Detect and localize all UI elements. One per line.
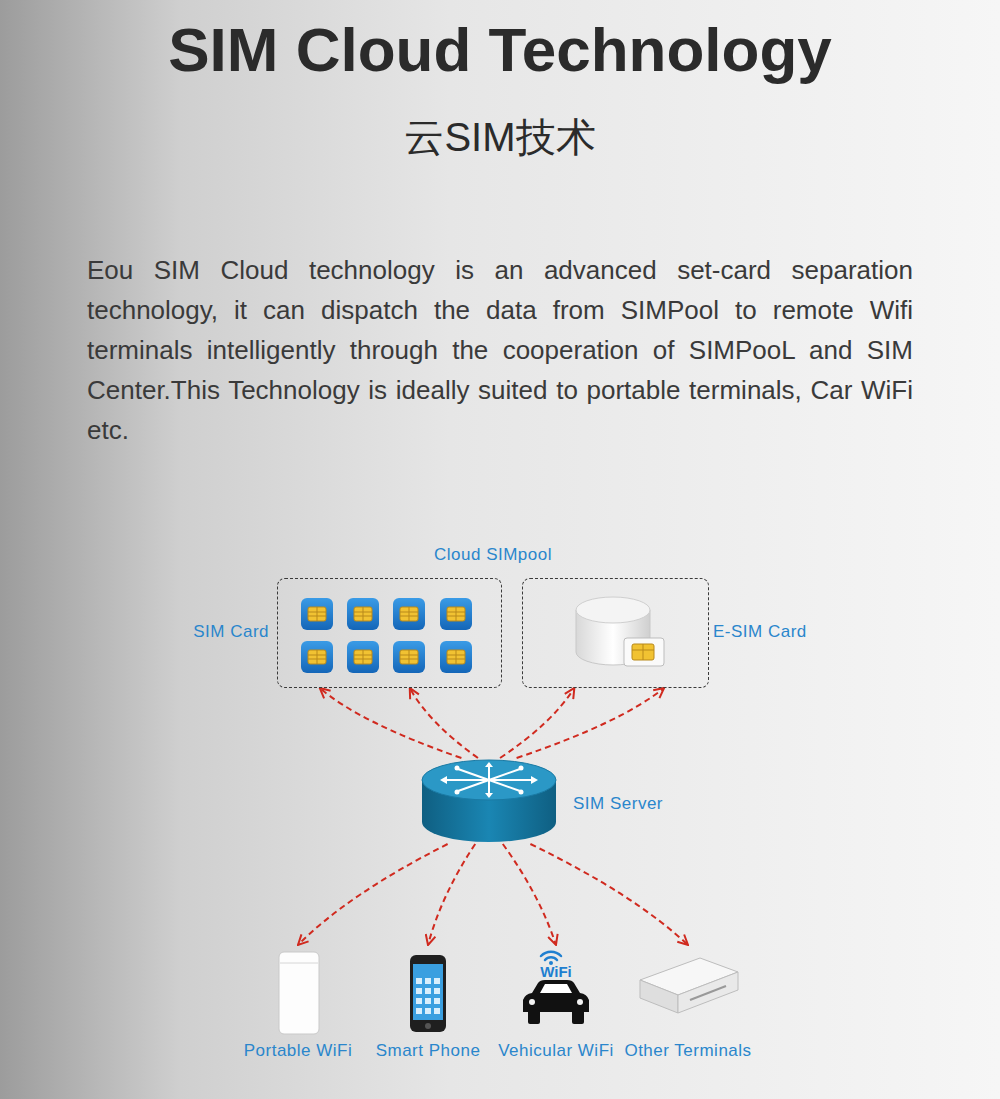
- terminal-box-icon: [640, 958, 738, 1013]
- subtitle: 云SIM技术: [0, 110, 1000, 165]
- terminal-node: Portable WiFi: [240, 945, 357, 1061]
- dashed-arrow: [517, 688, 665, 758]
- node-label: SIM Card: [193, 622, 269, 642]
- esim-icon: [576, 597, 664, 666]
- terminal-node: Smart Phone: [372, 945, 485, 1061]
- node-label: SIM Server: [573, 794, 663, 814]
- node-label: Other Terminals: [624, 1041, 751, 1061]
- sim-pool-box: SIM Card: [277, 578, 502, 688]
- sim-cards: [301, 598, 472, 673]
- dashed-arrow: [410, 688, 478, 758]
- dashed-arrow: [530, 844, 688, 945]
- dashed-arrow: [320, 688, 462, 758]
- wifi-badge: WiFi: [494, 964, 618, 980]
- node-label: Vehicular WiFi: [498, 1041, 614, 1061]
- terminal-node: Other Terminals: [620, 945, 755, 1061]
- dashed-arrow: [500, 688, 574, 758]
- node-label: Portable WiFi: [244, 1041, 353, 1061]
- node-label: Smart Phone: [376, 1041, 481, 1061]
- server-cylinder: [422, 760, 556, 842]
- title: SIM Cloud Technology: [0, 14, 1000, 85]
- portable-wifi-icon: [279, 952, 319, 1034]
- dashed-arrow: [428, 844, 475, 945]
- esim-box: E-SIM Card: [522, 578, 709, 688]
- node-label: E-SIM Card: [713, 622, 807, 642]
- server-node: SIM Server: [420, 758, 558, 844]
- dashed-arrow: [298, 844, 448, 945]
- dashed-arrow: [503, 844, 556, 945]
- group-label: Cloud SIMpool: [393, 545, 593, 565]
- description: Eou SIM Cloud technology is an advanced …: [87, 250, 913, 450]
- car-icon: [523, 952, 589, 1024]
- terminal-node: Vehicular WiFi WiFi: [494, 945, 618, 1061]
- phone-icon: [410, 955, 446, 1032]
